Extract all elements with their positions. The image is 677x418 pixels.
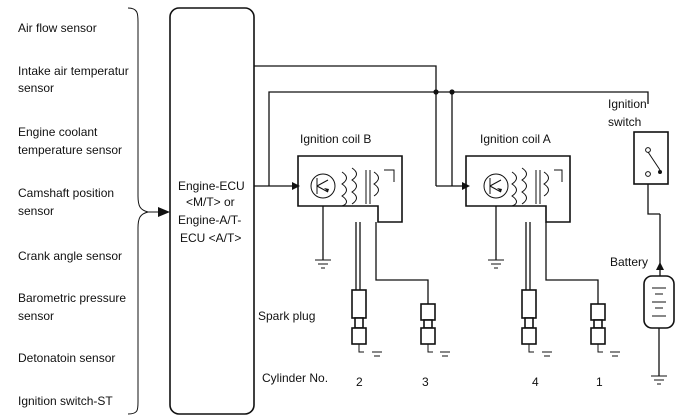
sensor-label: Crank angle sensor	[18, 249, 122, 263]
svg-text:Spark plug: Spark plug	[258, 309, 315, 323]
sensor-label: Barometric pressure	[18, 291, 126, 305]
svg-text:Ignition switch-ST: Ignition switch-ST	[18, 394, 113, 408]
sensor-label: sensor	[18, 81, 54, 95]
spark-plug-cyl3	[420, 303, 450, 357]
svg-text:switch: switch	[608, 115, 641, 129]
svg-text:Air flow sensor: Air flow sensor	[18, 21, 97, 35]
battery-label: Battery	[610, 255, 648, 269]
svg-text:ECU <A/T>: ECU <A/T>	[180, 231, 241, 245]
ecu-label-line: ECU <A/T>	[180, 231, 241, 245]
ecu-label-line: <M/T> or	[186, 195, 235, 209]
svg-text:Cylinder No.: Cylinder No.	[262, 371, 328, 385]
svg-text:Ignition: Ignition	[608, 97, 647, 111]
cylinder-label: Cylinder No.	[262, 371, 328, 385]
sensor-brace	[127, 7, 149, 415]
spark-plug-cyl2	[351, 289, 382, 357]
svg-text:Barometric pressure: Barometric pressure	[18, 291, 126, 305]
svg-text:Ignition coil A: Ignition coil A	[480, 132, 551, 146]
supply-wiring	[254, 65, 660, 215]
sensor-label: Ignition switch-ST	[18, 394, 113, 408]
cylinder-number: 3	[422, 375, 429, 389]
svg-text:3: 3	[422, 375, 429, 389]
svg-text:sensor: sensor	[18, 309, 54, 323]
brace-arrow	[158, 207, 170, 217]
sensor-label: Camshaft position	[18, 186, 114, 200]
ecu-box	[169, 7, 255, 415]
svg-text:Engine-ECU: Engine-ECU	[178, 179, 245, 193]
ignition-coil-a: Ignition coil A	[462, 132, 599, 304]
svg-text:Engine coolant: Engine coolant	[18, 125, 98, 139]
coil-b-label: Ignition coil B	[300, 132, 371, 146]
svg-text:Engine-A/T-: Engine-A/T-	[178, 213, 241, 227]
sensor-label: Detonatoin sensor	[18, 351, 115, 365]
svg-text:4: 4	[532, 375, 539, 389]
svg-text:2: 2	[356, 375, 363, 389]
ecu-label-line: Engine-A/T-	[178, 213, 241, 227]
svg-text:Detonatoin sensor: Detonatoin sensor	[18, 351, 115, 365]
svg-text:sensor: sensor	[18, 204, 54, 218]
svg-text:Battery: Battery	[610, 255, 648, 269]
svg-text:sensor: sensor	[18, 81, 54, 95]
svg-text:Ignition coil B: Ignition coil B	[300, 132, 371, 146]
sensor-label: Intake air temperatur	[18, 64, 129, 78]
sensor-label: temperature sensor	[18, 143, 122, 157]
svg-text:1: 1	[596, 375, 603, 389]
cylinder-number: 2	[356, 375, 363, 389]
spark-plug-cyl4	[521, 289, 552, 357]
battery: Battery	[610, 214, 675, 385]
ignition-switch-label: switch	[608, 115, 641, 129]
sensor-label: Air flow sensor	[18, 21, 97, 35]
ignition-switch-label: Ignition	[608, 97, 647, 111]
spark-plug-cyl1	[590, 303, 620, 357]
coil-a-label: Ignition coil A	[480, 132, 551, 146]
svg-text:<M/T> or: <M/T> or	[186, 195, 235, 209]
svg-text:Crank angle sensor: Crank angle sensor	[18, 249, 122, 263]
sensor-label: Engine coolant	[18, 125, 98, 139]
ignition-coil-b: Ignition coil B	[292, 132, 429, 304]
svg-text:temperature sensor: temperature sensor	[18, 143, 122, 157]
cylinder-number: 1	[596, 375, 603, 389]
sensor-label: sensor	[18, 309, 54, 323]
sensor-list: Air flow sensor Intake air temperatur se…	[18, 21, 129, 408]
svg-text:Camshaft position: Camshaft position	[18, 186, 114, 200]
svg-text:Intake air temperatur: Intake air temperatur	[18, 64, 129, 78]
spark-plug-label: Spark plug	[258, 309, 315, 323]
ecu-label-line: Engine-ECU	[178, 179, 245, 193]
ignition-switch: Ignition switch	[608, 97, 669, 185]
sensor-label: sensor	[18, 204, 54, 218]
cylinder-number: 4	[532, 375, 539, 389]
